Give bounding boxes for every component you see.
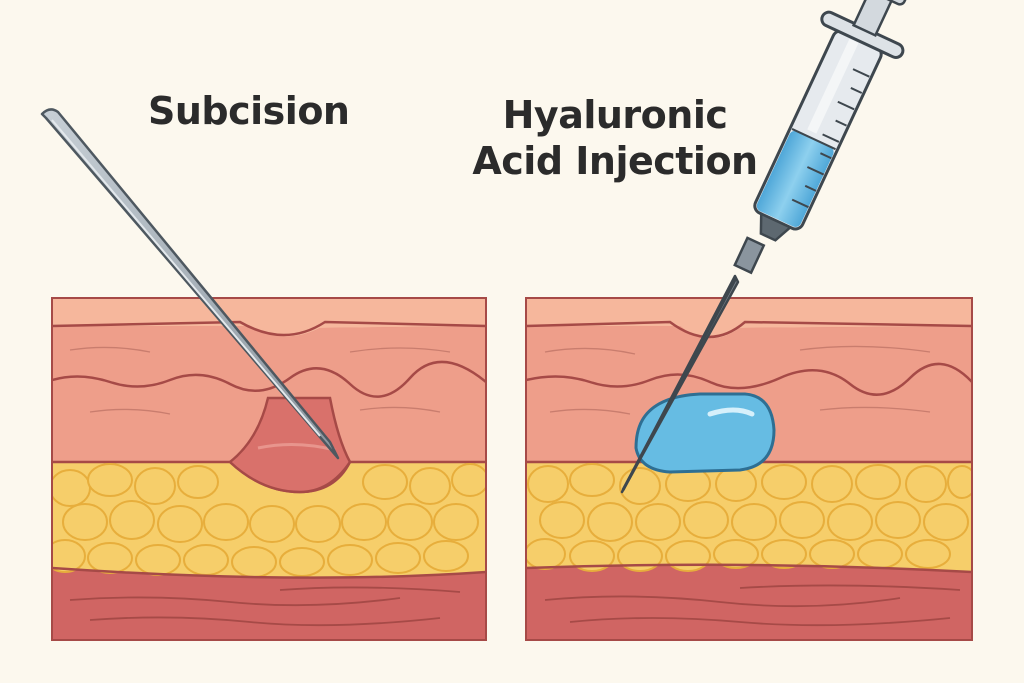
muscle-fibers bbox=[544, 584, 961, 627]
needle-hub bbox=[733, 236, 766, 275]
right-panel-frame bbox=[525, 297, 973, 641]
title-line-2: Acid Injection bbox=[472, 139, 758, 183]
dermal-boundary bbox=[52, 360, 486, 398]
fat-cells bbox=[526, 463, 972, 572]
barrel-graduations bbox=[791, 68, 870, 209]
subcision-title: Subcision bbox=[148, 89, 350, 133]
injection-skin-cross-section bbox=[526, 298, 972, 640]
syringe-fluid bbox=[756, 130, 834, 227]
dermal-boundary bbox=[526, 362, 972, 396]
subcision-skin-cross-section bbox=[52, 298, 486, 640]
dermis-layer bbox=[52, 326, 486, 462]
fat-cells bbox=[52, 463, 486, 578]
subcision-needle bbox=[40, 108, 340, 460]
syringe-barrel bbox=[753, 0, 908, 242]
hyaluronic-acid-injection-title: Hyaluronic Acid Injection bbox=[470, 92, 760, 184]
epidermis-layer bbox=[526, 298, 972, 339]
muscle-fibers bbox=[69, 586, 461, 627]
syringe bbox=[620, 0, 908, 494]
left-panel-frame bbox=[51, 297, 487, 641]
epidermis-layer bbox=[52, 298, 486, 337]
hyaluronic-filler-deposit bbox=[634, 392, 776, 474]
title-line-1: Hyaluronic bbox=[502, 93, 728, 137]
